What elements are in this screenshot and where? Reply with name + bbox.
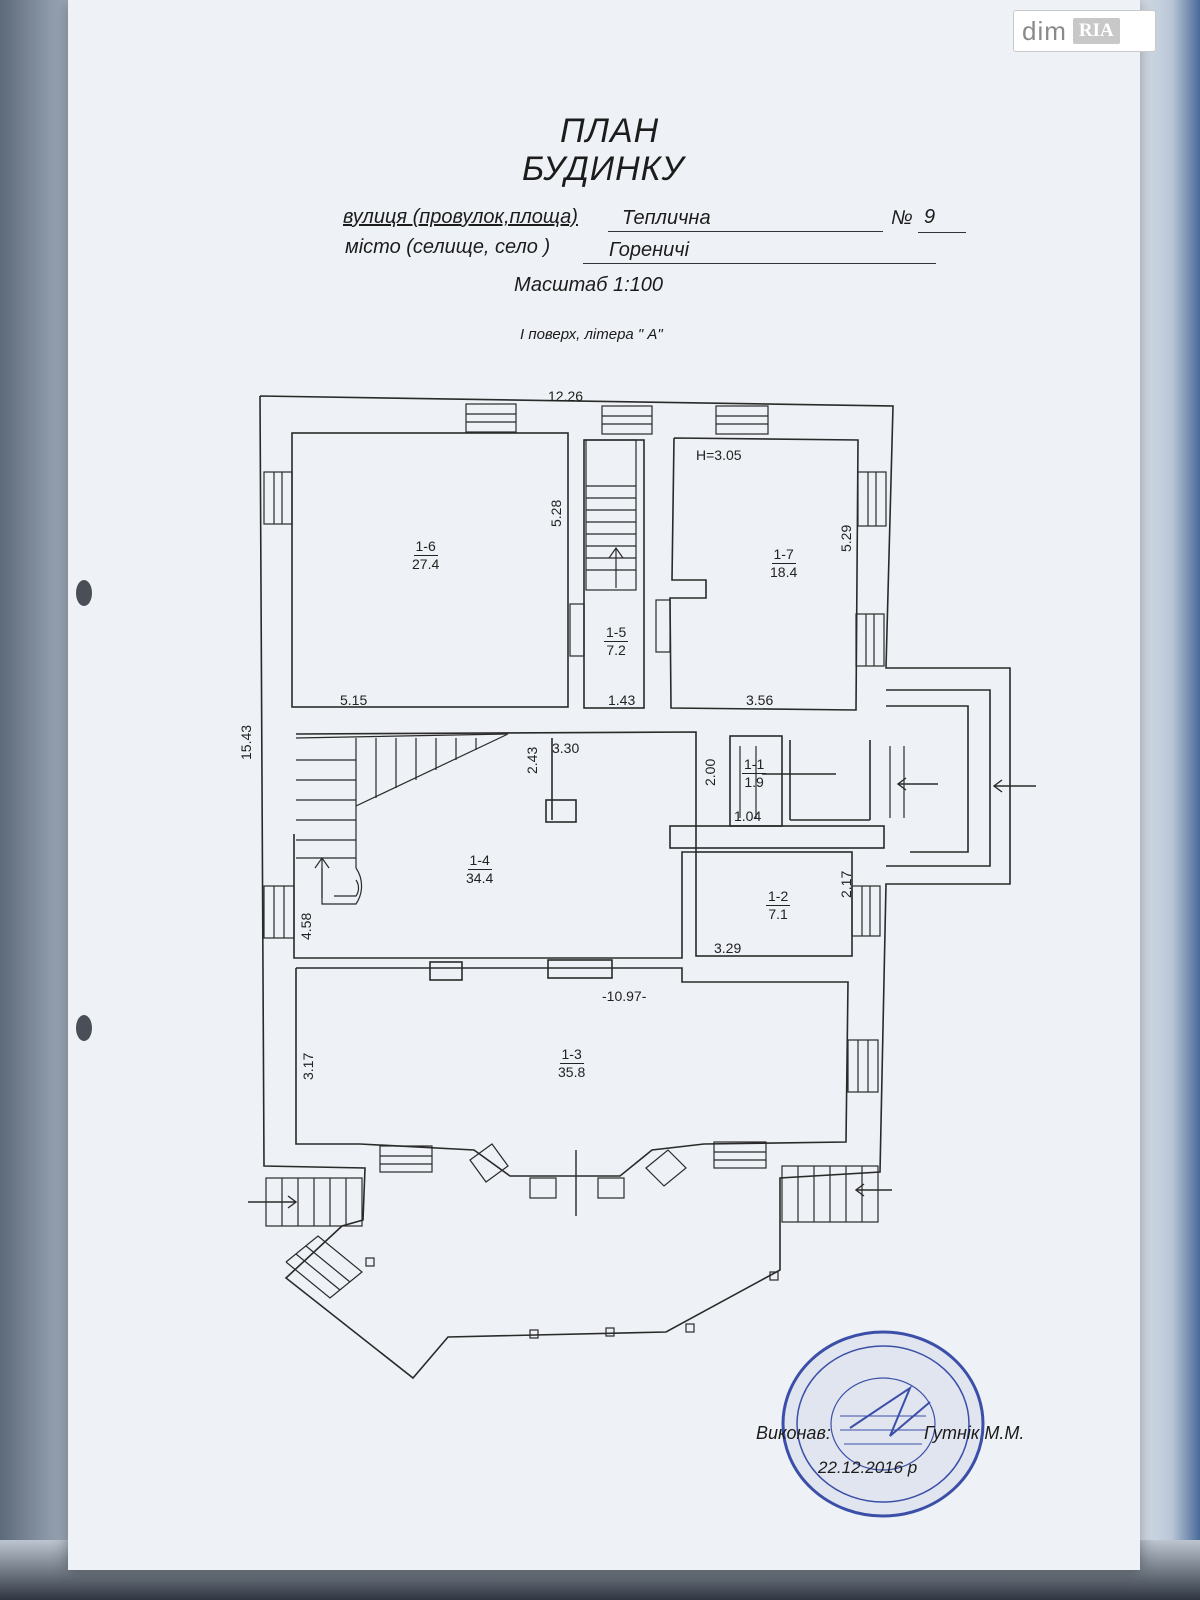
column <box>547 959 613 979</box>
room-1-5-outline <box>583 439 645 709</box>
dimension-200: 2.00 <box>702 758 718 786</box>
room-1-6-outline <box>291 432 569 708</box>
column <box>429 961 463 981</box>
dimension-room16-height: 5.28 <box>548 499 564 527</box>
porch-right-outline <box>886 689 991 867</box>
dimension-room15-width: 1.43 <box>608 692 636 708</box>
dimension-217: 2.17 <box>838 870 854 898</box>
room-area: 1.9 <box>744 774 764 790</box>
room-area: 35.8 <box>558 1064 586 1080</box>
street-underline <box>608 231 883 232</box>
document-sheet <box>68 0 1140 1570</box>
room-id: 1-2 <box>766 888 791 906</box>
dimension-104: 1.04 <box>734 808 762 824</box>
room-id: 1-4 <box>467 852 492 870</box>
windows <box>263 403 887 1199</box>
binder-hole <box>76 580 92 606</box>
ceiling-height: H=3.05 <box>696 447 742 463</box>
dimension-room16-width: 5.15 <box>340 692 368 708</box>
dimension-top-width: 12.26 <box>548 388 584 404</box>
stair-1-5 <box>585 439 637 591</box>
dimension-room17-height: 5.29 <box>838 524 854 552</box>
corridor-wall <box>669 825 885 849</box>
official-stamp <box>781 1330 985 1518</box>
number-underline <box>918 232 966 233</box>
hall-1-4-outline <box>293 731 697 959</box>
document-date: 22.12.2016 р <box>818 1458 918 1477</box>
room-id: 1-5 <box>604 624 629 642</box>
binder-hole <box>76 1015 92 1041</box>
room-area: 34.4 <box>466 870 494 886</box>
scale-label: Масштаб 1:100 <box>514 274 664 296</box>
dimension-1097: -10.97- <box>602 988 647 1004</box>
stair-hall <box>295 733 509 905</box>
title-line-1: ПЛАН <box>560 112 660 150</box>
room-id: 1-3 <box>559 1046 584 1064</box>
performer-name: Гутнік М.М. <box>924 1423 1025 1443</box>
dimension-317: 3.17 <box>300 1052 316 1080</box>
room-1-7-outline <box>669 437 859 711</box>
room-area: 7.1 <box>768 906 788 922</box>
floor-label: І поверх, літера " А" <box>520 326 663 343</box>
dimension-329: 3.29 <box>714 940 742 956</box>
background-right-binder <box>1130 0 1200 1600</box>
room-area: 18.4 <box>770 564 798 580</box>
dimension-room17-width: 3.56 <box>746 692 774 708</box>
dimension-330: 3.30 <box>552 740 580 756</box>
dimension-243: 2.43 <box>524 746 540 774</box>
street-value: Теплична <box>622 207 711 229</box>
performed-by-label: Виконав: <box>756 1423 831 1443</box>
entry-arrows <box>248 773 1036 1216</box>
room-id: 1-1 <box>742 756 767 774</box>
dimension-left-height: 15.43 <box>238 724 254 760</box>
vestibule-outline <box>886 705 969 853</box>
dimension-458: 4.58 <box>298 912 314 940</box>
watermark-brand: dim <box>1022 15 1067 46</box>
entry-stairs <box>265 1165 879 1299</box>
room-1-3-outline <box>295 967 849 1177</box>
terrace-posts <box>365 1257 779 1339</box>
room-area: 7.2 <box>606 642 626 658</box>
room-id: 1-7 <box>771 546 796 564</box>
watermark-badge: RIA <box>1072 18 1120 44</box>
room-id: 1-6 <box>413 538 438 556</box>
number-label: № <box>891 207 913 229</box>
dim-ria-watermark: dim RIA <box>1013 10 1156 52</box>
city-value: Гореничі <box>609 239 690 261</box>
city-underline <box>583 263 936 264</box>
outer-wall <box>259 395 1011 1380</box>
number-value: 9 <box>924 206 936 228</box>
room-area: 27.4 <box>412 556 440 572</box>
partition-block <box>545 799 577 823</box>
title-line-2: БУДИНКУ <box>522 150 685 188</box>
vestibule-stairs <box>739 746 905 818</box>
street-label: вулиця (провулок,площа) <box>343 206 578 228</box>
city-label: місто (селище, село ) <box>345 236 551 258</box>
